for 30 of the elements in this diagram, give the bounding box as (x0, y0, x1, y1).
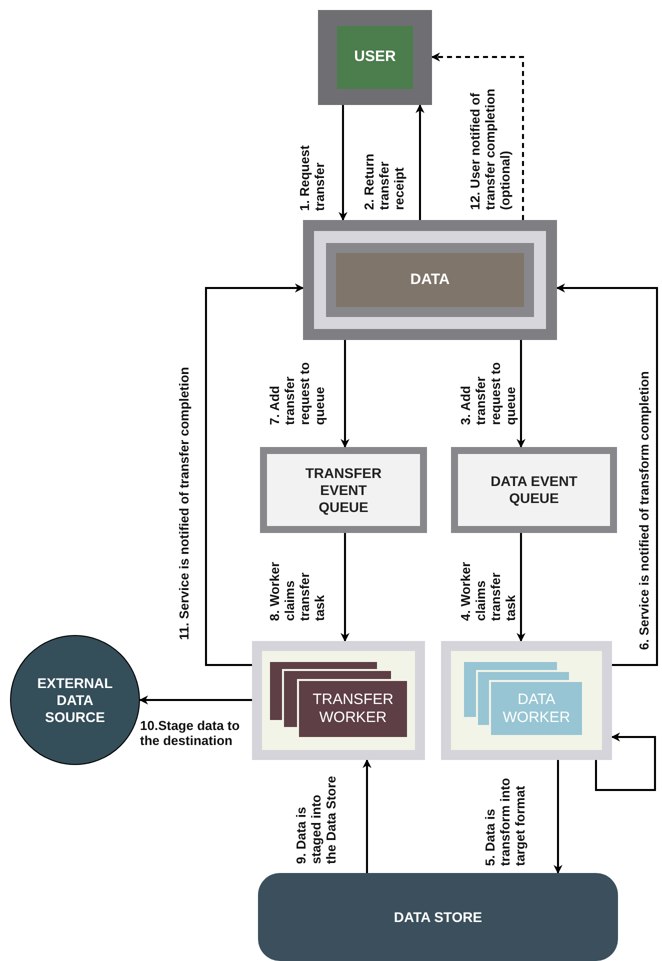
arrow (139, 696, 252, 704)
arrow (340, 340, 350, 448)
arrow (595, 732, 656, 791)
worker-box (441, 641, 612, 760)
data-store-box (258, 873, 618, 961)
arrow (340, 533, 350, 642)
arrow (516, 340, 526, 448)
arrow (516, 533, 526, 642)
queue-box (451, 447, 617, 533)
service-box (303, 220, 557, 340)
arrow (554, 760, 562, 874)
arrow (205, 284, 304, 666)
arrow (556, 284, 658, 666)
queue-box (260, 447, 427, 533)
edge-label: 3. Add transfer request to queue (458, 361, 518, 425)
worker-box (252, 641, 425, 760)
arrow (338, 105, 348, 221)
user-box (318, 10, 432, 105)
node-label: USER (354, 47, 396, 68)
node-label: EXTERNAL DATA SOURCE (36, 674, 114, 726)
node-label: DATA EVENT QUEUE (490, 473, 578, 507)
arrow (416, 104, 424, 220)
edge-label: 7. Add transfer request to queue (267, 361, 327, 425)
node-label: TRANSFER EVENT QUEUE (304, 464, 383, 516)
node-label: DATA STORE (394, 908, 482, 926)
node-label: DATA (410, 270, 450, 290)
node-label: TRANSFER WORKER (312, 691, 394, 727)
dashed-arrow (431, 52, 524, 220)
arrow (362, 759, 372, 873)
node-label: DATA WORKER (502, 690, 572, 726)
